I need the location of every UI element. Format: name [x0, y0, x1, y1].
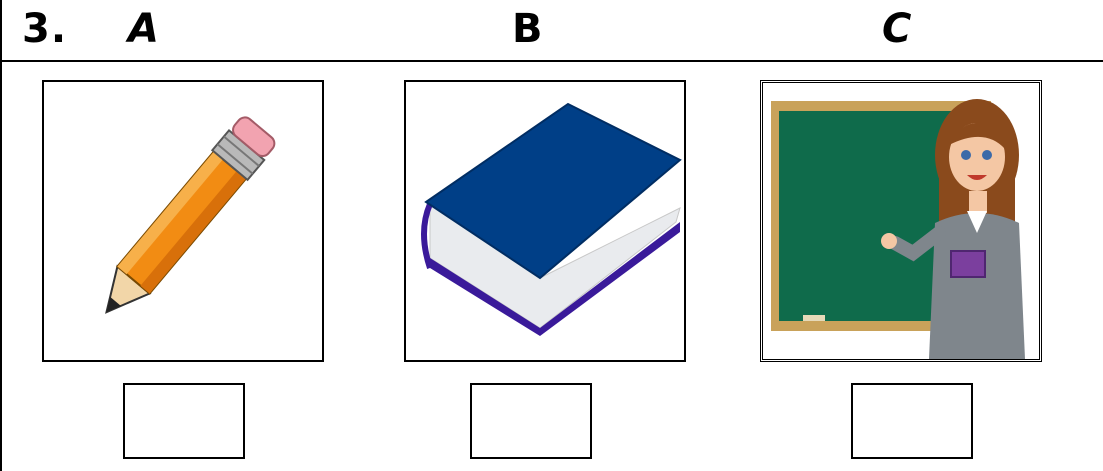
book-icon [421, 102, 682, 336]
left-border-line [0, 0, 2, 471]
picture-frame-a [42, 80, 324, 362]
option-label-b: B [512, 6, 543, 52]
option-label-c: C [882, 6, 912, 52]
answer-box-c[interactable] [851, 383, 973, 459]
answer-box-b[interactable] [470, 383, 592, 459]
teacher-icon [771, 99, 1025, 359]
answer-box-a[interactable] [123, 383, 245, 459]
question-header: 3. A B C [0, 0, 1103, 62]
option-label-a: A [128, 6, 159, 52]
picture-frame-c [760, 80, 1042, 362]
pencil-icon [105, 116, 276, 314]
question-number: 3. [22, 6, 68, 52]
picture-frame-b [404, 80, 686, 362]
